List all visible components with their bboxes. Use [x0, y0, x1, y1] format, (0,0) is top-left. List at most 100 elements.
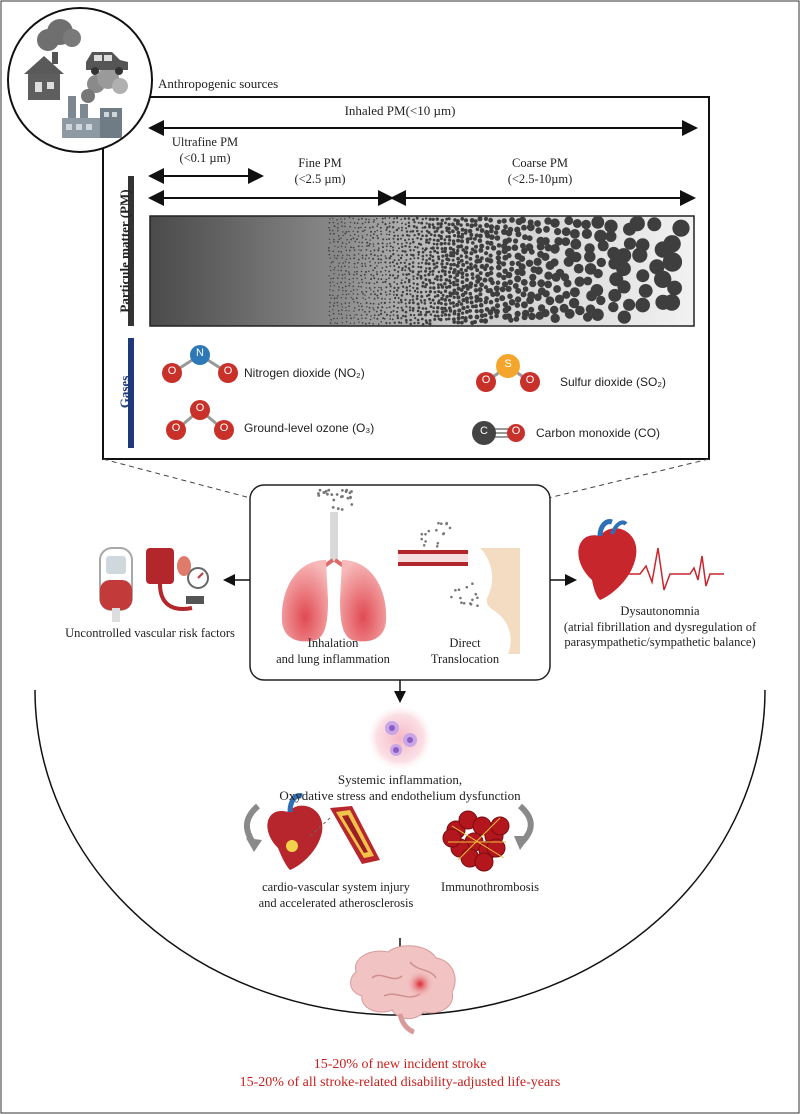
ultrafine-pm-name: Ultrafine PM: [171, 135, 239, 149]
particle-dot: [439, 236, 443, 241]
particle-dot: [400, 229, 403, 232]
particle-dot: [373, 233, 375, 236]
particle-dot: [417, 265, 420, 269]
particle-dot: [373, 314, 376, 317]
particle-dot: [392, 253, 395, 256]
particle-dot: [377, 306, 379, 309]
particle-dot: [376, 225, 378, 227]
particle-dot: [382, 238, 385, 241]
particle-dot: [364, 298, 367, 300]
particle-dot: [550, 244, 560, 254]
particle-dot: [616, 248, 632, 264]
particle-dot: [493, 285, 500, 292]
particle-dot: [672, 219, 690, 237]
particle-dot: [488, 224, 494, 230]
particle-dot: [356, 230, 359, 233]
particle-dot: [429, 250, 432, 254]
particle-dot: [330, 297, 332, 300]
particle-dot: [460, 275, 465, 279]
particle-dot: [451, 253, 456, 258]
particle-dot: [344, 218, 346, 220]
particle-dot: [373, 297, 376, 300]
particle-dot: [428, 223, 431, 227]
particle-dot: [562, 290, 571, 299]
particle-dot: [342, 293, 344, 296]
particle-dot: [377, 303, 380, 305]
particle-dot: [336, 219, 338, 221]
particle-dot: [393, 290, 395, 293]
particle-dot: [345, 321, 348, 323]
particle-dot: [361, 245, 363, 248]
particle-dot: [662, 252, 683, 272]
particle-dot: [340, 221, 343, 223]
particle-dot: [368, 310, 371, 313]
particle-dot: [499, 286, 506, 293]
particle-dot: [329, 265, 331, 268]
particle-dot: [423, 225, 427, 229]
particle-dot: [372, 290, 375, 293]
outcome-line2: 15-20% of all stroke-related disability-…: [239, 1074, 561, 1090]
particle-dot: [421, 323, 425, 326]
particle-dot: [437, 257, 441, 261]
particle-dot: [452, 311, 457, 316]
curved-arrow-left: [244, 803, 261, 846]
particle-dot: [435, 242, 439, 246]
particle-dot: [374, 262, 377, 264]
particle-dot: [469, 295, 474, 300]
particle-dot: [441, 293, 445, 297]
particle-dot: [381, 242, 384, 245]
particle-dot: [420, 261, 424, 264]
particle-dot: [555, 294, 564, 304]
particle-dot: [360, 286, 363, 288]
particle-dot: [350, 238, 352, 241]
particle-dot: [465, 222, 470, 227]
particle-dot: [459, 223, 463, 227]
particle-dot: [389, 261, 391, 264]
particle-dot: [436, 251, 440, 255]
atom-symbol: O: [223, 365, 233, 377]
inhalation-line2: and lung inflammation: [276, 651, 390, 666]
particle-dot: [484, 251, 489, 256]
blood-pressure-monitor-icon: [146, 548, 209, 611]
particle-dot: [399, 298, 403, 302]
particle-dot: [350, 317, 352, 320]
particle-dot: [468, 291, 473, 296]
particle-dot: [373, 266, 376, 269]
particle-dot: [412, 225, 416, 228]
particle-dot: [447, 270, 451, 274]
inhalation-label: Inhalation and lung inflammation: [262, 636, 404, 667]
particle-dot: [358, 241, 360, 243]
particle-dot: [488, 240, 494, 246]
particle-dot: [397, 274, 400, 277]
particle-dot: [436, 278, 439, 282]
particle-dot: [353, 266, 356, 268]
particle-dot: [373, 309, 375, 311]
particle-dot: [344, 302, 347, 304]
particle-dot: [373, 282, 376, 285]
particle-dot: [357, 285, 360, 288]
particle-dot: [344, 281, 346, 284]
inhaled-particles: [317, 488, 354, 511]
atom-symbol: O: [525, 374, 535, 386]
particle-dot: [501, 274, 507, 281]
particle-dot: [392, 246, 394, 249]
particle-dot: [373, 254, 376, 257]
particle-dot: [332, 221, 335, 224]
particle-dot: [397, 242, 399, 245]
particle-dot: [380, 287, 383, 289]
particle-dot: [415, 216, 419, 220]
particle-dot: [431, 298, 435, 302]
particle-dot: [345, 317, 348, 319]
particle-dot: [479, 282, 484, 288]
particle-dot: [456, 316, 461, 321]
particle-dot: [459, 234, 464, 239]
particle-dot: [439, 274, 443, 278]
particle-dot: [487, 258, 494, 264]
particle-dot: [380, 301, 383, 304]
atom-symbol: O: [195, 402, 205, 414]
lungs-icon: [281, 512, 387, 642]
particle-dot: [349, 257, 352, 260]
particle-dot: [420, 301, 423, 304]
translocation-line1: Direct: [449, 636, 481, 650]
